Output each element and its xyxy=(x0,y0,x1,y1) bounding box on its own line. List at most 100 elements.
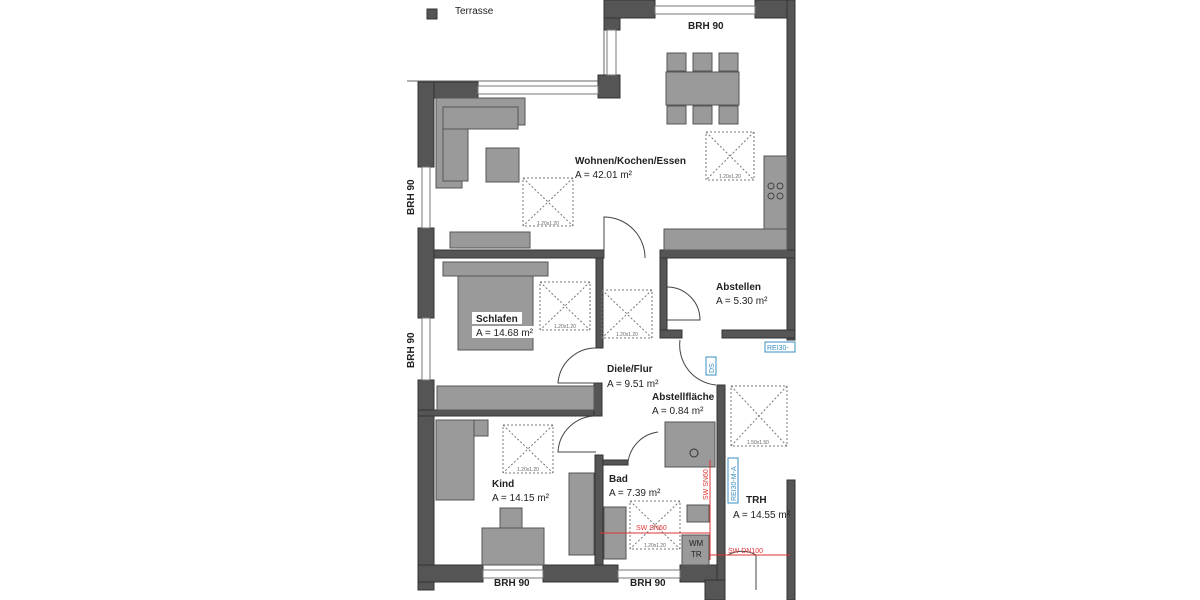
skylight: 1.20x1.20 xyxy=(539,281,591,331)
svg-text:1.20x1.20: 1.20x1.20 xyxy=(644,543,666,549)
door-swing xyxy=(727,550,757,590)
sofa-cushions xyxy=(442,128,469,182)
skylight: 1.20x1.20 xyxy=(502,424,554,474)
svg-text:1.20x1.20: 1.20x1.20 xyxy=(616,332,638,338)
rei30-badge xyxy=(764,341,796,353)
sw-dn100: SW DN100 xyxy=(728,548,763,555)
chair xyxy=(666,105,687,125)
svg-text:1.20x1.20: 1.20x1.20 xyxy=(517,467,539,473)
label-bg xyxy=(472,326,534,338)
room-area-wohnen: A = 42.01 m² xyxy=(575,170,633,181)
window xyxy=(617,569,681,579)
door-swing xyxy=(603,216,646,259)
windows xyxy=(421,5,756,579)
room-area-schlafen: A = 14.68 m² xyxy=(476,328,534,339)
door-swing xyxy=(666,286,701,321)
wm-label: WM xyxy=(689,539,704,548)
room-area-abstellflaeche: A = 0.84 m² xyxy=(652,406,704,417)
room-name-abstellflaeche: Abstellfläche xyxy=(652,392,715,403)
wall xyxy=(603,0,656,19)
skylight: 1.20x1.20 xyxy=(629,500,681,550)
wardrobe xyxy=(436,385,595,411)
wall xyxy=(679,564,721,583)
sw-sn60-vertical: SW SN60 xyxy=(703,469,710,500)
rei30-top: REI30- xyxy=(767,345,789,352)
window xyxy=(421,317,431,381)
window-label-bottom-left: BRH 90 xyxy=(494,578,530,589)
window xyxy=(482,569,544,579)
window xyxy=(654,5,756,15)
window-label-top: BRH 90 xyxy=(688,21,724,32)
window-label-left-upper: BRH 90 xyxy=(406,179,417,215)
terrace-legend-swatch xyxy=(426,8,438,20)
desk-chair xyxy=(499,507,523,529)
svg-text:1.20x1.20: 1.20x1.20 xyxy=(719,174,741,180)
room-name-bad: Bad xyxy=(609,474,628,485)
kid-wardrobe xyxy=(568,472,595,556)
wall xyxy=(597,74,621,99)
window xyxy=(606,29,617,76)
wall xyxy=(417,81,435,168)
nightstand xyxy=(473,419,489,437)
wall xyxy=(721,329,796,339)
wall xyxy=(593,382,603,417)
wall xyxy=(542,564,619,583)
stove-burner xyxy=(776,192,784,200)
tr-label: TR xyxy=(691,550,702,559)
svg-text:1.20x1.20: 1.20x1.20 xyxy=(537,221,559,227)
room-area-abstellen: A = 5.30 m² xyxy=(716,296,768,307)
room-name-trh: TRH xyxy=(746,495,767,506)
stove-burner xyxy=(767,192,775,200)
wall xyxy=(595,257,604,349)
room-name-wohnen: Wohnen/Kochen/Essen xyxy=(575,156,686,167)
kid-bed xyxy=(435,419,475,501)
rei30-side-badge xyxy=(727,457,739,504)
stove-burner xyxy=(776,182,784,190)
room-area-bad: A = 7.39 m² xyxy=(609,488,661,499)
room-area-diele: A = 9.51 m² xyxy=(607,379,659,390)
wall xyxy=(417,564,484,583)
chair xyxy=(718,52,739,72)
door-swing xyxy=(679,339,717,386)
stove-burner xyxy=(767,182,775,190)
shower-drain xyxy=(689,448,699,458)
sofa-cushions xyxy=(442,106,519,130)
door-swing xyxy=(557,347,597,384)
door-swing xyxy=(627,431,659,463)
room-name-diele: Diele/Flur xyxy=(607,364,653,375)
chair xyxy=(692,105,713,125)
wall xyxy=(716,384,726,600)
chair xyxy=(718,105,739,125)
sw-sn60-horizontal: SW SN60 xyxy=(636,525,667,532)
wall xyxy=(594,454,604,571)
desk xyxy=(481,527,545,566)
wall xyxy=(433,249,605,259)
chair xyxy=(692,52,713,72)
wall xyxy=(786,0,796,341)
wall xyxy=(659,257,668,337)
room-name-kind: Kind xyxy=(492,479,514,490)
shower xyxy=(664,421,716,468)
skylight: 1.20x1.20 xyxy=(522,177,574,227)
wall xyxy=(602,459,629,466)
chair xyxy=(666,52,687,72)
wall xyxy=(417,409,599,417)
wall xyxy=(786,479,796,600)
room-area-kind: A = 14.15 m² xyxy=(492,493,550,504)
window xyxy=(421,166,431,229)
ds-label: DS xyxy=(709,363,716,373)
wall xyxy=(704,579,726,600)
room-name-abstellen: Abstellen xyxy=(716,282,761,293)
bed-headboard xyxy=(442,261,549,277)
label-bg xyxy=(472,312,522,324)
window-label-left-lower: BRH 90 xyxy=(406,332,417,368)
tv-board xyxy=(449,231,531,249)
rei30-side: REI30-M-A xyxy=(731,466,738,501)
terrace-label: Terrasse xyxy=(455,6,494,17)
sink xyxy=(686,504,710,523)
washing-machine xyxy=(681,534,710,566)
wall xyxy=(659,329,683,339)
window xyxy=(477,85,599,95)
furniture xyxy=(435,52,788,566)
room-name-schlafen: Schlafen xyxy=(476,314,518,325)
